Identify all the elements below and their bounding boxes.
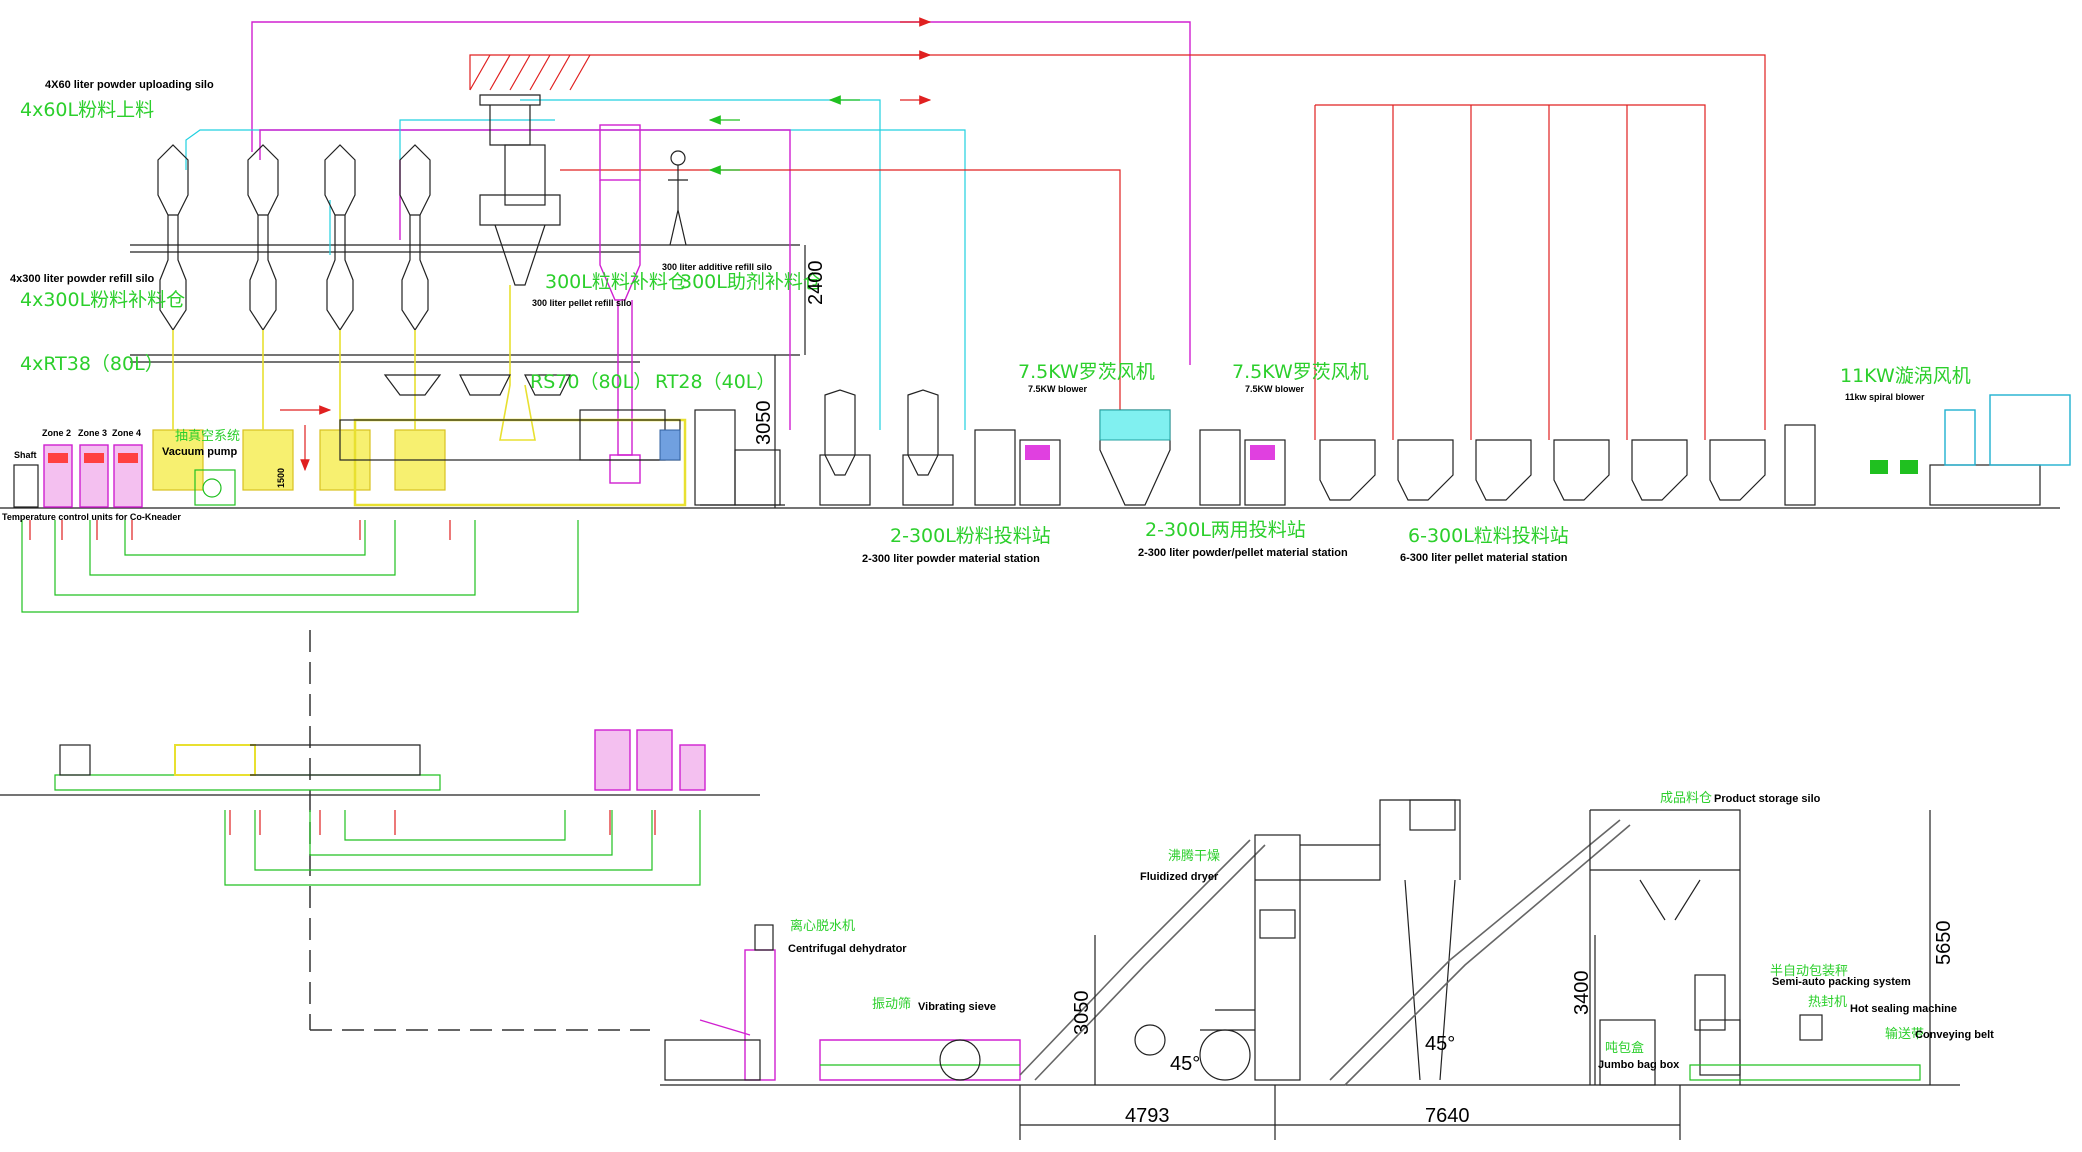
spiral-blower-label-cn: 11KW漩涡风机 (1840, 365, 1971, 387)
jumbo-label-en: Jumbo bag box (1598, 1059, 1680, 1071)
dim-4793: 4793 (1125, 1105, 1170, 1127)
uploading-silo-label-cn: 4x60L粉料上料 (20, 99, 154, 121)
sieve-label-cn: 振动筛 (872, 997, 911, 1012)
storage-label-en: Product storage silo (1714, 793, 1821, 805)
additive-refill-label-cn: 300L助剂补料仓 (680, 271, 822, 293)
powder-uploading-silos (152, 94, 688, 491)
underwater-pelletizing-line (54, 729, 706, 886)
angle-45-right: 45° (1425, 1033, 1455, 1055)
sealing-label-en: Hot sealing machine (1850, 1003, 1957, 1015)
packing-label-en: Semi-auto packing system (1772, 976, 1911, 988)
temperature-control-units (13, 444, 143, 508)
packing-label-cn: 半自动包装秤 (1770, 964, 1848, 979)
dryer-label-en: Fluidized dryer (1140, 871, 1219, 883)
sealing-label-cn: 热封机 (1808, 995, 1847, 1010)
station-dual-label-en: 2-300 liter powder/pellet material stati… (1138, 547, 1348, 559)
sieve-label-en: Vibrating sieve (918, 1001, 996, 1013)
drying-packing-line (664, 799, 1921, 1086)
rs70-label: RS70（80L） (530, 371, 652, 393)
vacuum-label-cn: 抽真空系统 (175, 429, 240, 444)
station-dual-label-cn: 2-300L两用投料站 (1145, 519, 1306, 541)
text-labels: 4X60 liter powder uploading silo 4x60L粉料… (2, 79, 1994, 1071)
zone3-label: Zone 3 (78, 428, 107, 438)
angle-45-left: 45° (1170, 1053, 1200, 1075)
dim-7640: 7640 (1425, 1105, 1470, 1127)
conveying-pipes (185, 17, 1766, 440)
temp-units-label: Temperature control units for Co-Kneader (2, 512, 181, 522)
additive-refill-label-en: 300 liter additive refill silo (662, 262, 773, 272)
dimension-lines (774, 245, 1931, 1140)
belt-label-en: Conveying belt (1915, 1029, 1994, 1041)
powder-refill-label-en: 4x300 liter powder refill silo (10, 273, 155, 285)
shaft-label: Shaft (14, 450, 37, 460)
co-kneader-extruder (339, 374, 687, 507)
dehydrator-label-en: Centrifugal dehydrator (788, 943, 907, 955)
zone2-label: Zone 2 (42, 428, 71, 438)
station-pellet-label-en: 6-300 liter pellet material station (1400, 552, 1568, 564)
blower1-label-cn: 7.5KW罗茨风机 (1018, 361, 1155, 383)
powder-refill-label-cn: 4x300L粉料补料仓 (20, 289, 185, 311)
uploading-silo-label-en: 4X60 liter powder uploading silo (45, 79, 214, 91)
blower2-label-cn: 7.5KW罗茨风机 (1232, 361, 1369, 383)
dehydrator-label-cn: 离心脱水机 (790, 918, 855, 934)
dim-1500: 1500 (276, 468, 286, 488)
jumbo-label-cn: 吨包盒 (1605, 1040, 1644, 1056)
spiral-blower-label-en: 11kw spiral blower (1845, 392, 1925, 402)
pellet-refill-label-en: 300 liter pellet refill silo (532, 298, 632, 308)
operator-figure (668, 150, 688, 246)
zone4-label: Zone 4 (112, 428, 141, 438)
blower2-label-en: 7.5KW blower (1245, 384, 1305, 394)
station-powder-label-cn: 2-300L粉料投料站 (890, 525, 1051, 547)
platform-lines (0, 244, 2060, 1086)
pellet-refill-label-cn: 300L粒料补料仓 (545, 271, 687, 293)
dim-3050-top: 3050 (753, 401, 775, 446)
blower1-label-en: 7.5KW blower (1028, 384, 1088, 394)
dim-2400: 2400 (805, 261, 827, 306)
dimension-texts: 2400 3050 1500 3050 3400 5650 4793 7640 … (276, 261, 1955, 1128)
station-pellet-label-cn: 6-300L粒料投料站 (1408, 525, 1569, 547)
vacuum-pump (194, 469, 236, 506)
station-powder-label-en: 2-300 liter powder material station (862, 553, 1040, 565)
dim-5650: 5650 (1933, 921, 1955, 966)
dim-3050-low: 3050 (1071, 991, 1093, 1036)
rt38-label: 4xRT38（80L） (20, 353, 164, 375)
belt-label-cn: 输送带 (1885, 1026, 1924, 1042)
material-stations (694, 389, 2071, 506)
vacuum-label-en: Vacuum pump (162, 446, 237, 458)
rt28-label: RT28（40L） (655, 371, 775, 393)
dryer-label-cn: 沸腾干燥 (1168, 848, 1220, 864)
storage-label-cn: 成品料仓 (1660, 791, 1712, 806)
dim-3400: 3400 (1571, 971, 1593, 1016)
